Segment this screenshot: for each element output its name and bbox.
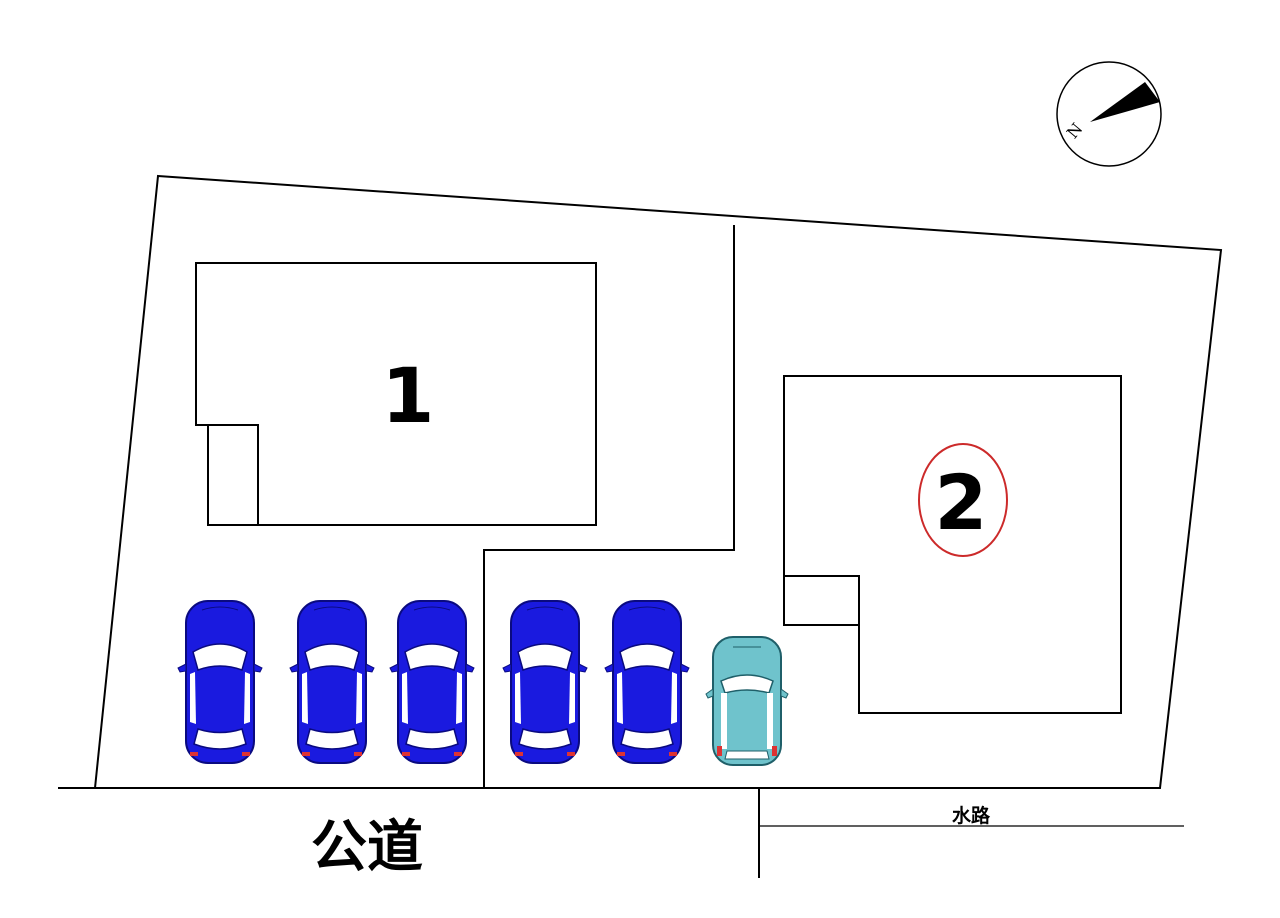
road-label: 公道 [311,815,423,880]
car-icon [502,600,588,764]
building-1-annex [208,424,259,525]
compact-car-icon [705,636,789,766]
compass: N [1056,61,1162,167]
lot-2-circle [918,443,1008,557]
compass-needle-icon [1090,82,1160,122]
lot-divider [483,225,735,788]
car-icon [289,600,375,764]
building-2-annex [784,575,860,625]
car-icon [604,600,690,764]
lot-2-label: 2 [935,458,988,547]
waterway-label: 水路 [952,804,991,827]
lot-1-label: 1 [382,351,435,440]
building-2 [783,375,1122,714]
car-icon [389,600,475,764]
car-icon [177,600,263,764]
building-1 [195,262,597,526]
